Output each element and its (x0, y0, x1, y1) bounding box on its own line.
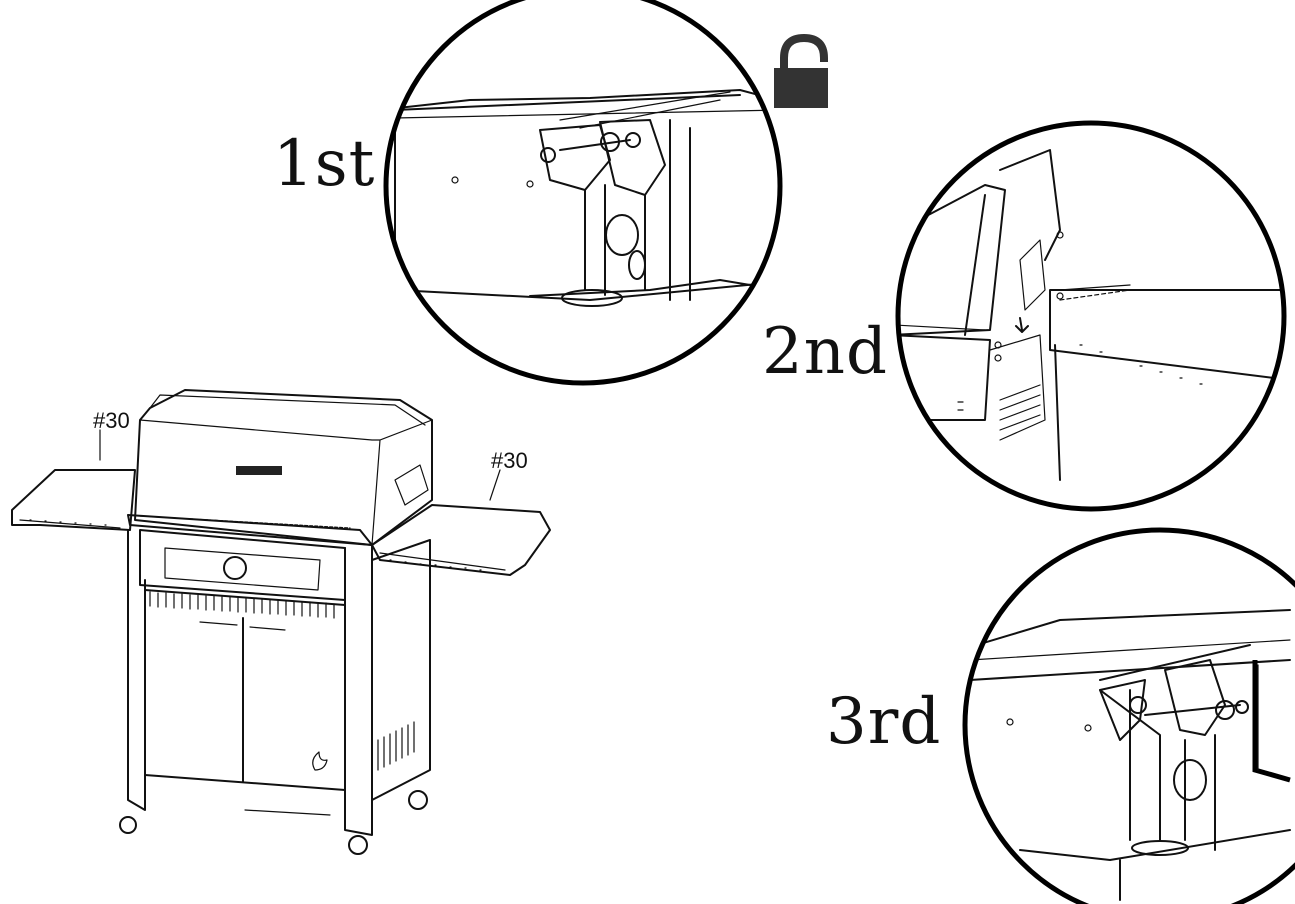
detail-step-1 (383, 0, 783, 386)
detail-step-2 (895, 120, 1287, 512)
brand-logo (236, 466, 282, 475)
detail-step-3 (962, 527, 1295, 904)
callout-right-shelf: #30 (491, 448, 528, 473)
unlocked-padlock-icon (774, 33, 828, 108)
step-label-1st: 1st (273, 127, 376, 201)
step-label-3rd: 3rd (826, 685, 942, 759)
step-label-2nd: 2nd (762, 315, 888, 389)
grill-illustration (11, 389, 551, 855)
callout-left-shelf: #30 (93, 408, 130, 433)
